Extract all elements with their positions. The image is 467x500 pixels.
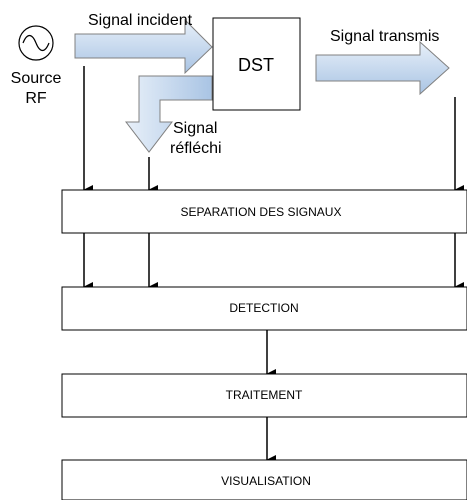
traitement-box	[61, 373, 467, 418]
signal-incident-label: Signal incident	[88, 12, 193, 29]
incident-signal-arrow	[74, 18, 213, 75]
separation-box	[61, 189, 467, 234]
signal-reflechi-label-line2: réfléchi	[170, 140, 222, 157]
dst-box	[212, 17, 301, 111]
source-label-line2: RF	[25, 90, 47, 107]
visualisation-label: VISUALISATION	[221, 474, 311, 488]
detection-label: DETECTION	[229, 301, 298, 315]
separation-label: SEPARATION DES SIGNAUX	[181, 205, 342, 219]
traitement-label: TRAITEMENT	[226, 388, 303, 402]
signal-transmis-label: Signal transmis	[330, 28, 439, 45]
transmitted-signal-arrow	[315, 40, 450, 96]
visualisation-box	[61, 459, 467, 500]
reflected-signal-arrow	[124, 75, 213, 153]
sine-wave-source-icon	[18, 25, 54, 61]
signal-reflechi-label-line1: Signal	[173, 120, 217, 137]
detection-box	[61, 286, 467, 331]
dst-label: DST	[238, 55, 274, 75]
source-label-line1: Source	[11, 70, 62, 87]
